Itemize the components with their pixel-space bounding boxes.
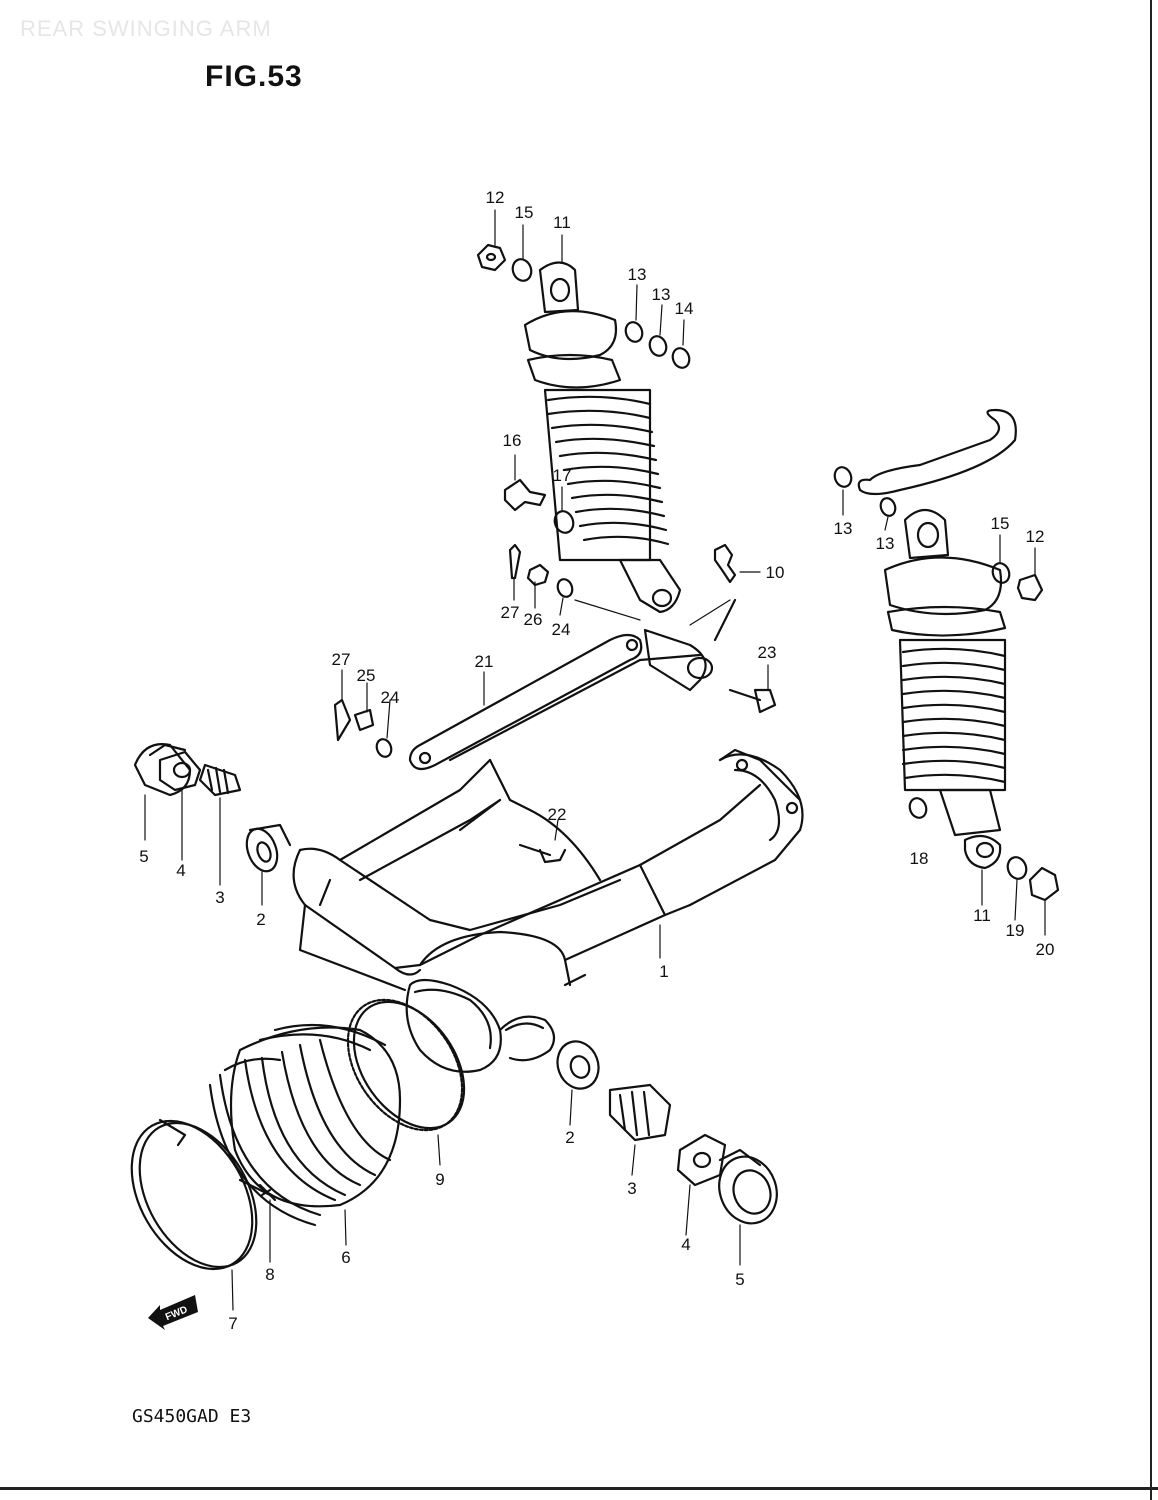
callout: 9 [435,1170,444,1189]
callout: 16 [503,431,522,450]
callout-labels: 1 2 2 3 3 4 4 5 5 6 7 8 9 10 11 11 11 12… [139,188,1054,1333]
callout: 3 [215,888,224,907]
leader-lines [144,209,1046,1311]
callout: 11 [553,213,571,232]
pivot-right-parts [556,1040,778,1225]
callout: 1 [659,962,668,981]
dust-boot [208,1023,402,1227]
callout: 13 [876,534,895,553]
page-right-border [1150,0,1158,1500]
callout: 20 [1036,940,1055,959]
callout: 14 [675,299,694,318]
callout: 6 [341,1248,350,1267]
callout: 15 [515,203,534,222]
forward-arrow-icon: FWD [148,1295,198,1330]
swing-arm [292,748,804,1073]
callout: 12 [486,188,505,207]
callout: 24 [381,688,400,707]
callout: 19 [1006,921,1025,940]
callout: 25 [357,666,376,685]
callout: 12 [1026,527,1045,546]
callout: 15 [991,514,1010,533]
shock-absorber-left [523,261,682,614]
callout: 13 [834,519,853,538]
callout: 10 [766,563,785,582]
callout: 11 [973,906,991,925]
model-code: GS450GAD E3 [132,1406,252,1427]
cushion-rod [408,598,777,864]
hose-clamp [130,1118,272,1271]
callout: 22 [548,805,567,824]
callout: 2 [565,1128,574,1147]
figure-number: FIG.53 [205,60,303,93]
callout: 18 [910,849,929,868]
callout: 13 [628,265,647,284]
callout: 17 [553,466,572,485]
small-hardware [258,243,1060,1202]
callout: 27 [332,650,351,669]
callout: 13 [652,285,671,304]
callout: 21 [475,652,494,671]
page-header-title: REAR SWINGING ARM [20,16,272,41]
callout: 27 [501,603,520,622]
pivot-left-parts [133,743,292,873]
o-ring [346,998,466,1132]
callout: 5 [735,1270,744,1289]
callout: 8 [265,1265,274,1284]
callout: 23 [758,643,777,662]
callout: 2 [256,910,265,929]
callout: 4 [681,1235,690,1254]
callout: 3 [627,1179,636,1198]
callout: 4 [176,861,185,880]
page-bottom-border [0,1487,1158,1500]
callout: 7 [228,1314,237,1333]
callout: 26 [524,610,543,629]
callout: 5 [139,847,148,866]
callout: 24 [552,620,571,639]
shock-absorber-right [857,408,1017,870]
